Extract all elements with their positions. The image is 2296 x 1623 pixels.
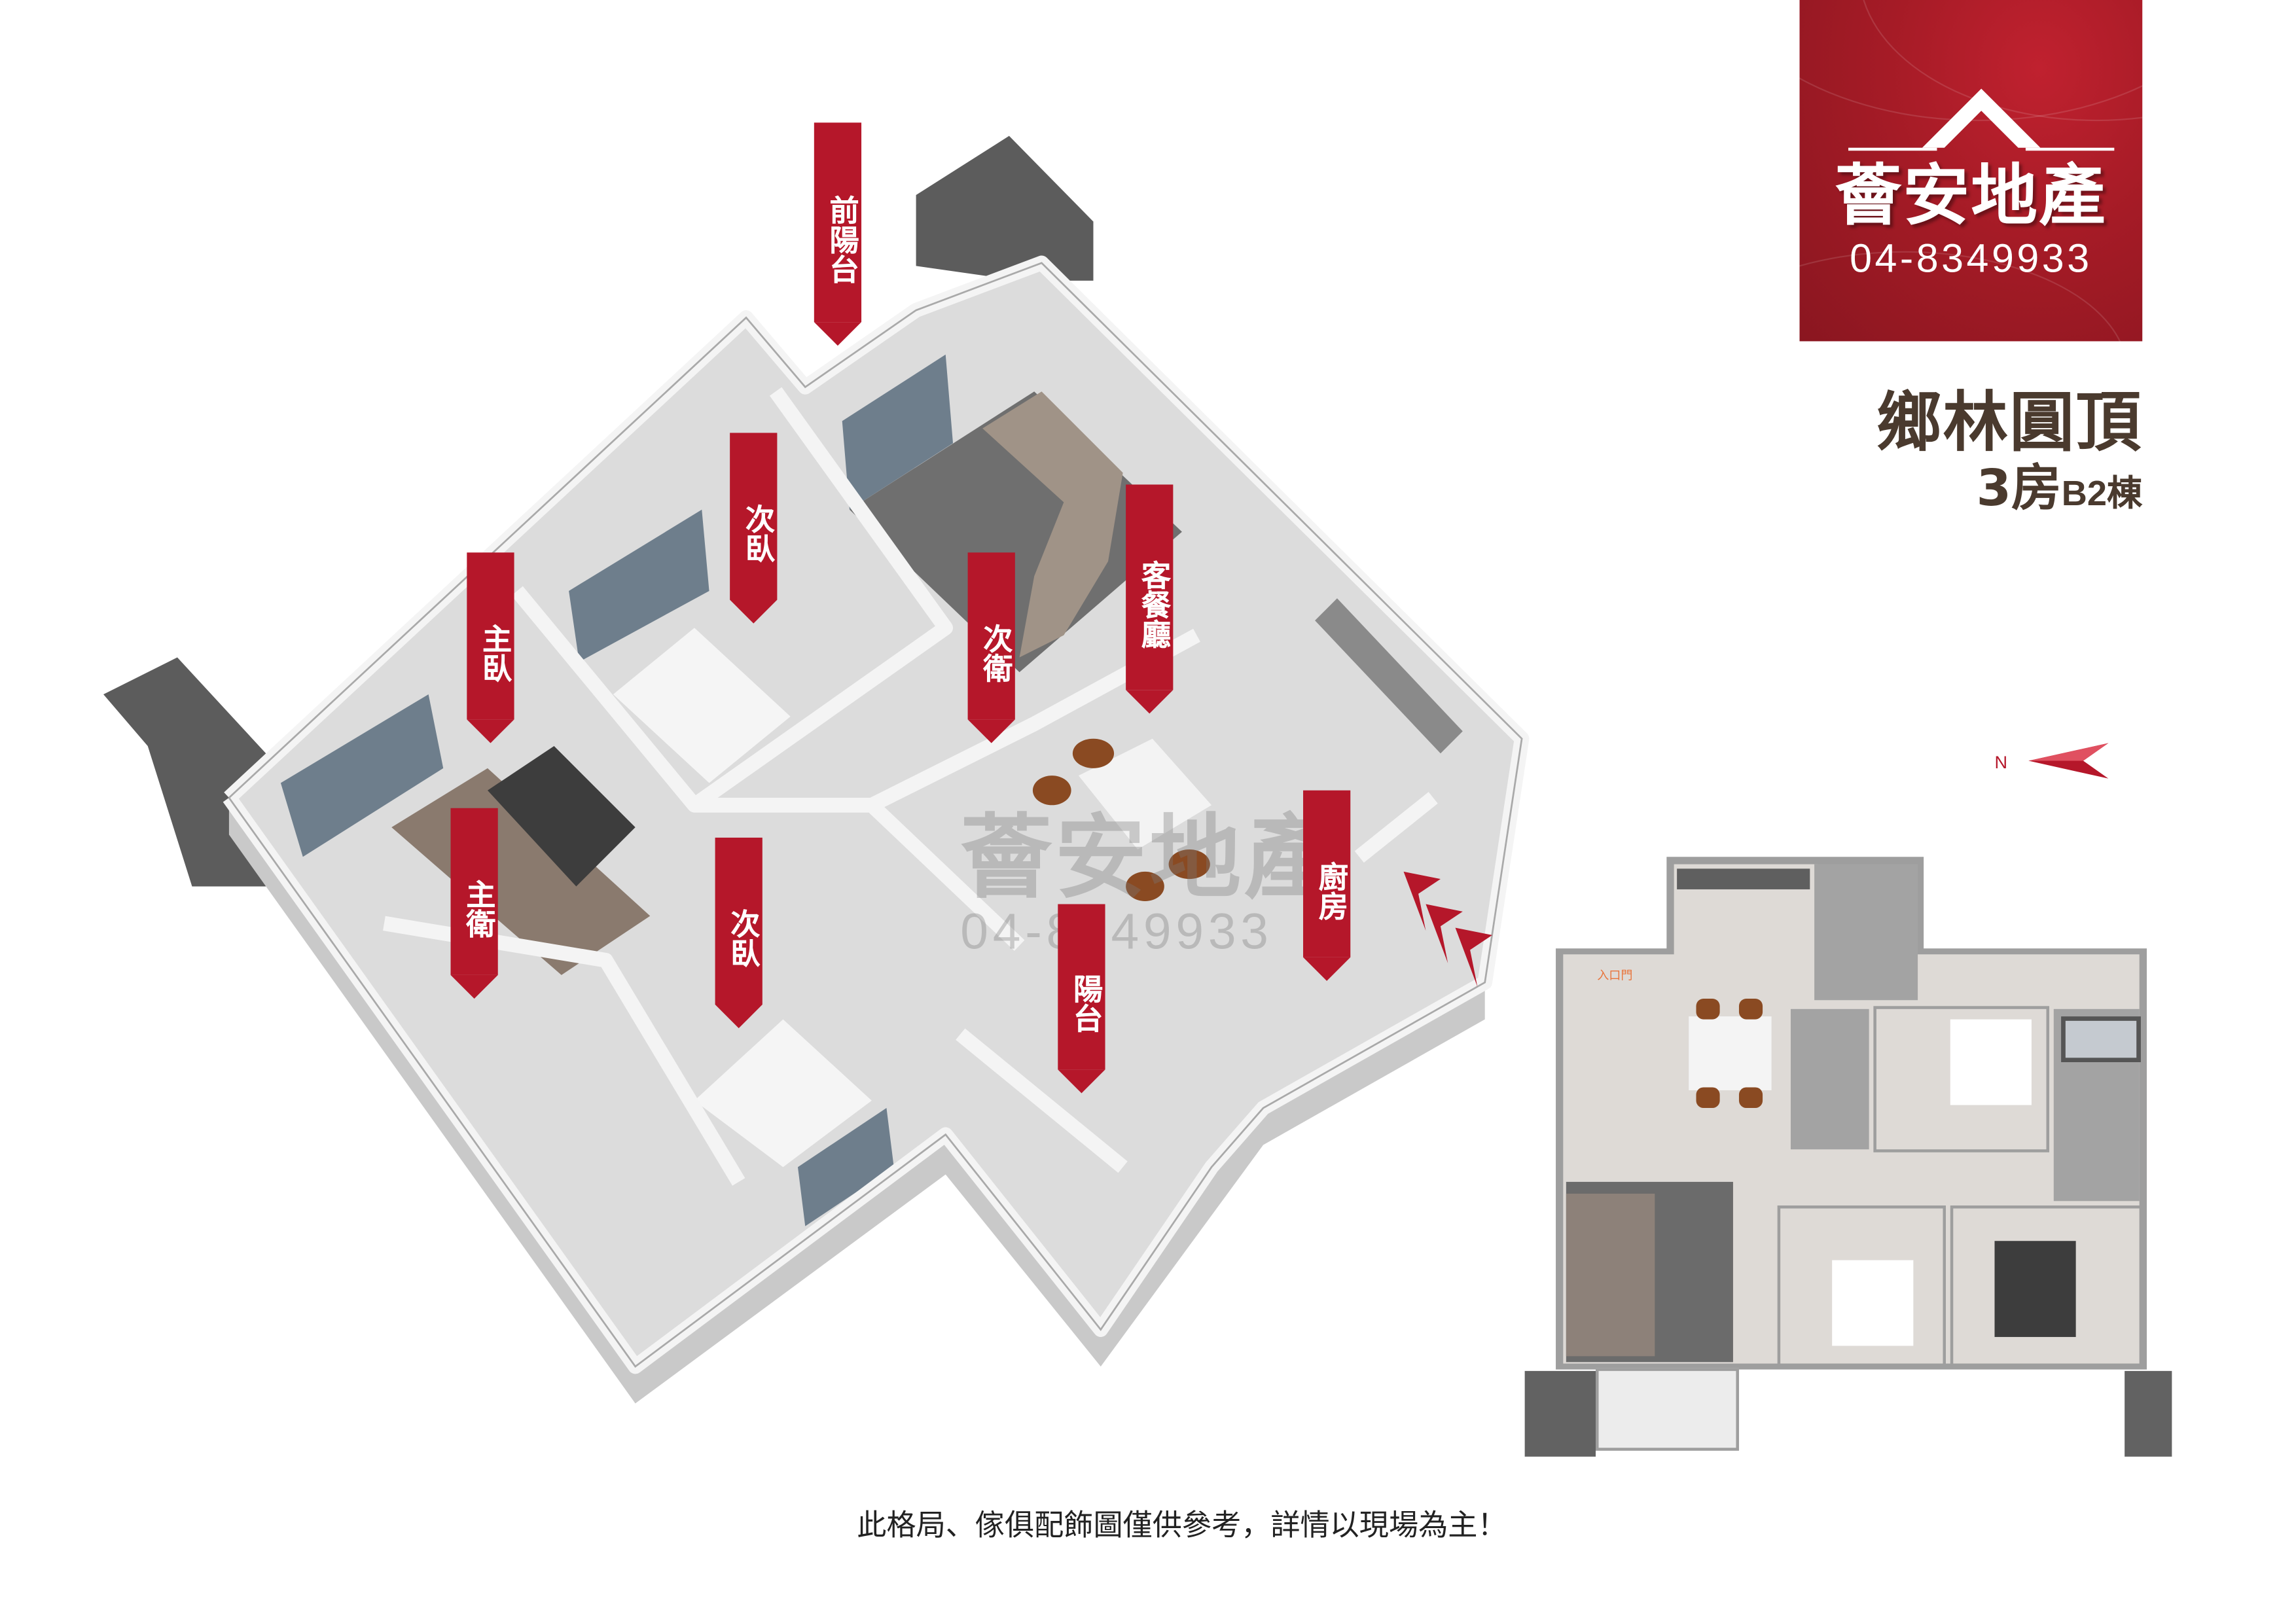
room-label-master-bedroom: 主臥 (467, 552, 514, 743)
room-label-bedroom-2: 次臥 (730, 433, 778, 624)
brand-logo: 薈安地產 04-8349933 (1799, 0, 2143, 342)
outer-wall-side (228, 797, 1485, 1404)
plan-front-balcony (1595, 1368, 1739, 1451)
plan-bathtub (2061, 1016, 2141, 1063)
top-column (916, 135, 1094, 281)
plan-column (2125, 1370, 2172, 1457)
entrance-arrows-icon (1403, 871, 1492, 987)
brand-phone: 04-8349933 (1850, 236, 2092, 281)
plan-bed (1832, 1260, 1914, 1346)
room-label-second-bath: 次衛 (967, 552, 1015, 743)
room-label-kitchen: 廚房 (1303, 790, 1351, 981)
floor-plan-2d (1522, 854, 2175, 1460)
compass-label: N (1994, 752, 2007, 772)
room-label-living-dining: 客餐廳 (1126, 484, 1174, 714)
plan-chair (1696, 1087, 1720, 1109)
project-title: 鄉林圓頂 (1876, 385, 2143, 461)
plan-sofa (1566, 1193, 1655, 1357)
plan-kitchen-counter (1677, 868, 1810, 889)
bedroom-bed-top (613, 628, 791, 783)
plan-second-bath (1790, 1008, 1869, 1150)
sofa (982, 391, 1123, 658)
brand-name: 薈安地產 (1835, 156, 2108, 235)
room-label-balcony: 陽台 (1058, 904, 1105, 1094)
room-label-master-bath: 主衛 (450, 808, 498, 999)
dining-chairs (1032, 738, 1210, 902)
plan-chair (1738, 999, 1763, 1020)
master-bed (487, 745, 636, 887)
left-column (103, 657, 266, 887)
kitchen-counter (1315, 598, 1463, 754)
dining-table (1078, 738, 1212, 850)
wall-edges (228, 262, 1523, 1368)
plan-master-bed (1994, 1241, 2076, 1337)
entrance-label: 入口門 (1597, 969, 1633, 983)
room-label-bedroom-3: 次臥 (715, 837, 762, 1029)
windows (280, 354, 954, 1226)
disclaimer: 此格局、傢俱配飾圖僅供參考，詳情以現場為主！ (857, 1507, 1507, 1543)
watermark-phone: 04-8349933 (960, 904, 1273, 961)
roof-icon (1848, 88, 2115, 151)
plan-column (1524, 1370, 1596, 1457)
subtitle-rooms: 3房 (1976, 459, 2062, 519)
north-arrow-icon: N (1994, 743, 2109, 779)
project-subtitle: 3房B2棟 (1977, 448, 2143, 520)
plan-bed (1950, 1019, 2032, 1105)
plan-chair (1696, 999, 1720, 1020)
subtitle-building: B2棟 (2061, 474, 2143, 514)
isometric-3d-render (103, 135, 1530, 1404)
plan-service-balcony (1814, 864, 1918, 1001)
room-label-front-balcony: 前陽台 (814, 122, 862, 346)
watermark-name: 薈安地產 (960, 804, 1339, 912)
plan-dining-table (1689, 1016, 1772, 1090)
plan-chair (1738, 1087, 1763, 1109)
bedroom-bed-bottom (694, 1019, 872, 1168)
